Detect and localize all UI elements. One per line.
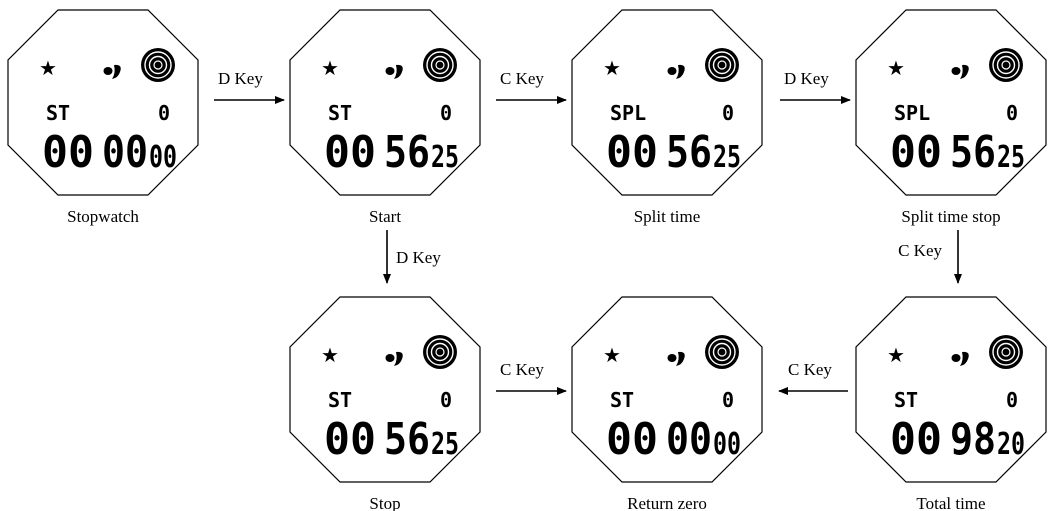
mode-indicator: SPL: [610, 101, 646, 125]
key-label: C Key: [788, 360, 832, 379]
transition-total-time-to-return-zero: C Key: [778, 360, 848, 395]
hours-digits: 00: [324, 414, 376, 465]
lap-counter: 0: [1006, 101, 1018, 125]
key-label: D Key: [784, 69, 829, 88]
star-icon: ★: [321, 343, 339, 367]
chime-icon: [951, 64, 969, 79]
hundredths-digits: 25: [997, 140, 1025, 175]
hundredths-digits: 25: [713, 140, 741, 175]
star-icon: ★: [887, 56, 905, 80]
mode-indicator: ST: [46, 101, 70, 125]
watch-caption: Stop: [369, 494, 400, 511]
target-icon: [423, 335, 457, 369]
transition-start-to-split-time: C Key: [496, 69, 567, 104]
minutes-digits: 56: [384, 414, 430, 465]
transition-stop-to-return-zero: C Key: [496, 360, 567, 395]
watch-caption: Stopwatch: [67, 207, 139, 226]
hundredths-digits: 25: [431, 427, 459, 462]
mode-indicator: ST: [610, 388, 634, 412]
mode-indicator: SPL: [894, 101, 930, 125]
key-label: D Key: [218, 69, 263, 88]
lap-counter: 0: [440, 388, 452, 412]
star-icon: ★: [603, 343, 621, 367]
target-icon: [989, 335, 1023, 369]
transition-split-time-stop-to-total-time: C Key: [898, 230, 962, 284]
watch-caption: Return zero: [627, 494, 707, 511]
minutes-digits: 56: [666, 127, 712, 178]
watch-caption: Total time: [916, 494, 985, 511]
star-icon: ★: [603, 56, 621, 80]
lap-counter: 0: [440, 101, 452, 125]
star-icon: ★: [887, 343, 905, 367]
hours-digits: 00: [606, 127, 658, 178]
hours-digits: 00: [890, 414, 942, 465]
watch-caption: Split time: [634, 207, 701, 226]
hours-digits: 00: [606, 414, 658, 465]
watch-caption: Split time stop: [901, 207, 1000, 226]
key-label: C Key: [500, 69, 544, 88]
star-icon: ★: [39, 56, 57, 80]
lap-counter: 0: [722, 388, 734, 412]
target-icon: [989, 48, 1023, 82]
minutes-digits: 56: [950, 127, 996, 178]
hours-digits: 00: [890, 127, 942, 178]
chime-icon: [951, 351, 969, 366]
target-icon: [423, 48, 457, 82]
mode-indicator: ST: [328, 388, 352, 412]
hundredths-digits: 00: [149, 140, 177, 175]
hours-digits: 00: [324, 127, 376, 178]
minutes-digits: 56: [384, 127, 430, 178]
target-icon: [705, 48, 739, 82]
star-icon: ★: [321, 56, 339, 80]
mode-indicator: ST: [894, 388, 918, 412]
transition-start-to-stop: D Key: [383, 230, 441, 284]
chime-icon: [385, 64, 403, 79]
hundredths-digits: 00: [713, 427, 741, 462]
lap-counter: 0: [158, 101, 170, 125]
hundredths-digits: 20: [997, 427, 1025, 462]
watch-caption: Start: [369, 207, 401, 226]
transition-stopwatch-to-start: D Key: [214, 69, 285, 104]
lap-counter: 0: [722, 101, 734, 125]
target-icon: [705, 335, 739, 369]
chime-icon: [667, 351, 685, 366]
minutes-digits: 00: [666, 414, 712, 465]
mode-indicator: ST: [328, 101, 352, 125]
transition-split-time-to-split-time-stop: D Key: [780, 69, 851, 104]
minutes-digits: 00: [102, 127, 148, 178]
hours-digits: 00: [42, 127, 94, 178]
lap-counter: 0: [1006, 388, 1018, 412]
key-label: C Key: [898, 241, 942, 260]
key-label: C Key: [500, 360, 544, 379]
hundredths-digits: 25: [431, 140, 459, 175]
target-icon: [141, 48, 175, 82]
chime-icon: [385, 351, 403, 366]
minutes-digits: 98: [950, 414, 996, 465]
key-label: D Key: [396, 248, 441, 267]
chime-icon: [667, 64, 685, 79]
chime-icon: [103, 64, 121, 79]
